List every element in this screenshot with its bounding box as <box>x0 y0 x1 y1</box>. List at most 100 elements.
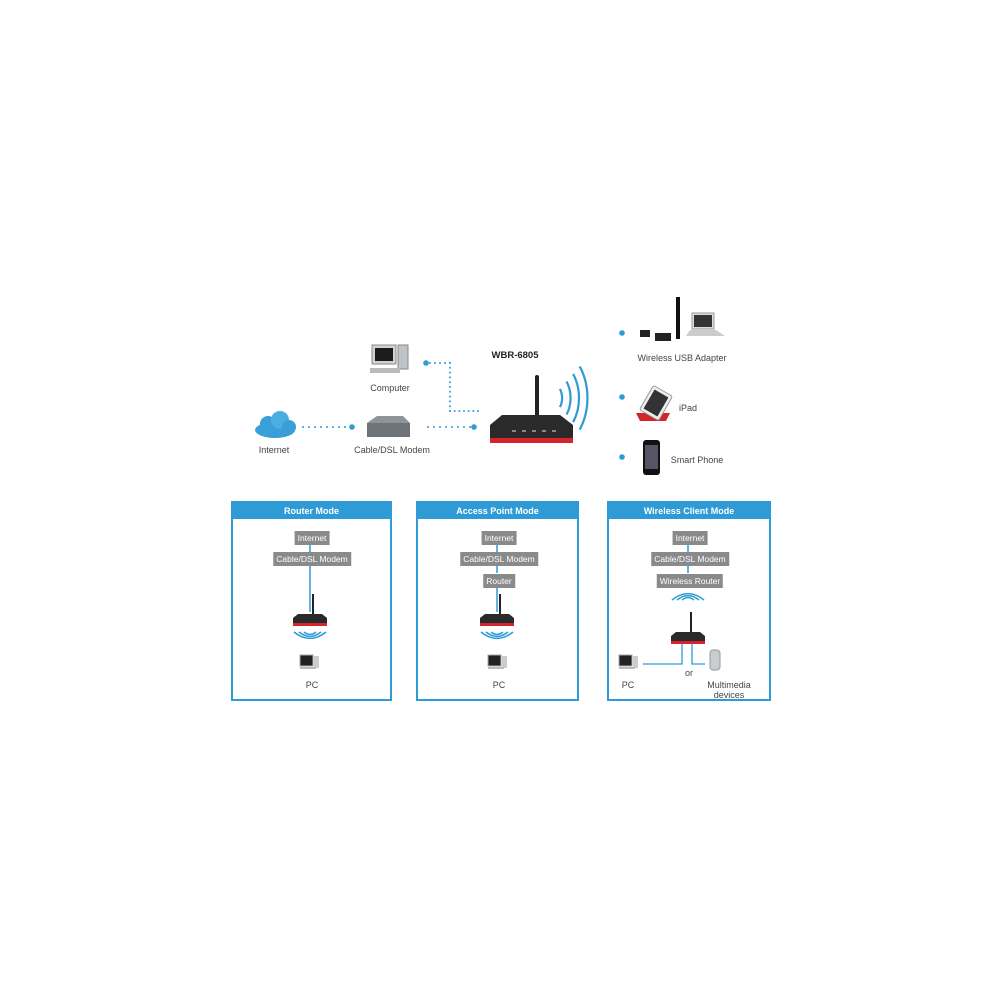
pc-keyboard <box>619 667 635 669</box>
dotted-connectors <box>302 330 625 460</box>
computer-icon <box>370 344 409 373</box>
connector-dot <box>308 426 310 428</box>
multimedia-device-icon <box>709 649 721 671</box>
wifi-wave <box>485 631 509 638</box>
connector-dot <box>320 426 322 428</box>
router-model-label: WBR-6805 <box>491 350 539 361</box>
wifi-wave <box>490 631 504 636</box>
connector-dot <box>449 395 451 398</box>
panel-title: Router Mode <box>233 503 390 519</box>
connector-dot <box>439 362 441 364</box>
connector-endpoint <box>349 424 355 430</box>
connector-endpoint <box>423 360 429 366</box>
mini-router-icon <box>480 614 514 624</box>
wifi-wave <box>480 631 514 640</box>
connector-dot <box>344 426 346 428</box>
connector-dot <box>458 410 461 412</box>
connection-line <box>691 644 705 665</box>
box-wireless-router: Wireless Router <box>656 574 724 588</box>
wifi-wave <box>676 594 700 601</box>
connector-endpoint <box>619 454 625 460</box>
connector-dot <box>467 410 470 412</box>
connector-dot <box>444 362 446 364</box>
ipad-label: iPad <box>678 403 698 413</box>
router-trim <box>480 623 514 626</box>
connector-dot <box>434 362 436 364</box>
box-internet: Internet <box>294 531 330 545</box>
connector-dot <box>433 426 435 428</box>
connector-dot <box>449 376 451 379</box>
router-trim <box>293 623 327 626</box>
box-modem: Cable/DSL Modem <box>460 552 538 566</box>
pc-icon <box>299 654 314 667</box>
panel-wireless-client-mode: Wireless Client Mode Internet Cable/DSL … <box>607 501 771 701</box>
connector-dot <box>326 426 328 428</box>
pc-label: PC <box>492 680 506 690</box>
box-router: Router <box>483 574 515 588</box>
laptop-icon <box>686 312 725 336</box>
connector-dot <box>449 400 451 403</box>
modem-icon <box>367 416 410 437</box>
smartphone-icon <box>643 440 660 475</box>
multimedia-label: Multimedia devices <box>707 680 751 700</box>
connector-dot <box>302 426 304 428</box>
wifi-wave <box>298 631 322 638</box>
ipad-icon <box>636 385 673 421</box>
box-internet: Internet <box>672 531 708 545</box>
pc-tower <box>502 656 507 668</box>
pc-label: PC <box>621 680 635 690</box>
pc-tower <box>314 656 319 668</box>
connector-dot <box>449 390 451 393</box>
box-modem: Cable/DSL Modem <box>651 552 729 566</box>
panel-title: Access Point Mode <box>418 503 577 519</box>
wifi-wave <box>671 592 705 601</box>
wifi-wave <box>572 373 581 423</box>
usb-adapter-label: Wireless USB Adapter <box>637 353 727 363</box>
panel-access-point-mode: Access Point Mode Internet Cable/DSL Mod… <box>416 501 579 701</box>
connector-dot <box>463 426 465 428</box>
pc-keyboard <box>488 667 504 669</box>
wifi-wave <box>681 596 695 601</box>
connector-dot <box>457 426 459 428</box>
antenna <box>499 594 501 614</box>
connector-dot <box>427 426 429 428</box>
mini-router-icon <box>293 614 327 624</box>
router-icon <box>490 375 573 443</box>
antenna <box>690 612 692 632</box>
panel-title: Wireless Client Mode <box>609 503 769 519</box>
wifi-wave <box>565 380 572 416</box>
wifi-wave <box>578 365 589 431</box>
connector-dot <box>429 362 431 364</box>
wifi-wave <box>558 388 564 408</box>
smart-phone-label: Smart Phone <box>670 455 724 465</box>
connector-dot <box>449 362 451 364</box>
connector-endpoint <box>619 394 625 400</box>
connector-dot <box>451 426 453 428</box>
connector-dot <box>449 410 451 412</box>
cloud-icon <box>255 411 296 438</box>
connector-dot <box>463 410 465 412</box>
antenna <box>312 594 314 614</box>
connector-dot <box>449 405 451 408</box>
connector-dot <box>472 410 475 412</box>
connector-dot <box>449 371 451 374</box>
connector-dot <box>445 426 447 428</box>
wifi-wave <box>303 631 317 636</box>
or-label: or <box>684 668 694 678</box>
usb-adapter-icon <box>640 297 680 341</box>
box-modem: Cable/DSL Modem <box>273 552 351 566</box>
connector-dot <box>453 410 456 412</box>
connection-line <box>643 644 683 665</box>
mini-router-icon <box>671 632 705 642</box>
connector-dot <box>477 410 479 412</box>
connector-dot <box>314 426 316 428</box>
panel-router-mode: Router Mode Internet Cable/DSL Modem PC <box>231 501 392 701</box>
connector-dot <box>439 426 441 428</box>
connector-dot <box>332 426 334 428</box>
connector-dot <box>449 381 451 384</box>
modem-label: Cable/DSL Modem <box>354 445 430 455</box>
connector-endpoint <box>471 424 477 430</box>
computer-label: Computer <box>370 383 410 393</box>
